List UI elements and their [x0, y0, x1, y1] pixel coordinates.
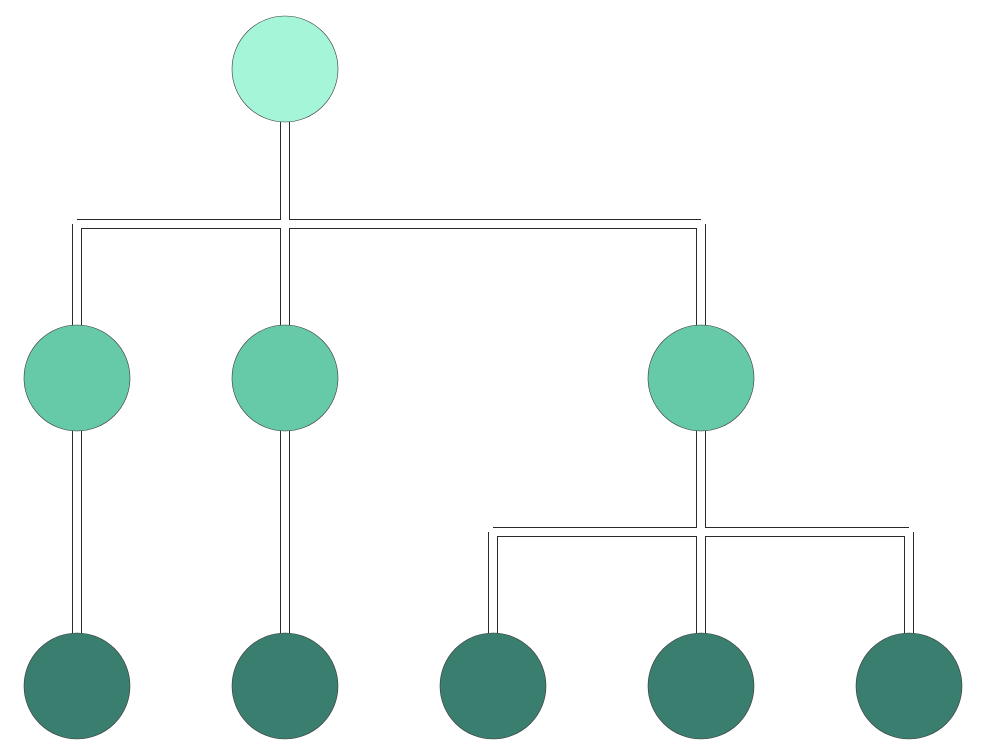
root-node-n0: [231, 15, 339, 123]
leaf-node-n6: [439, 632, 547, 740]
leaf-node-n4: [23, 632, 131, 740]
tree-nodes: [23, 15, 963, 740]
connector-n3: [489, 431, 913, 633]
level1-node-n1: [23, 324, 131, 432]
leaf-node-n5: [231, 632, 339, 740]
leaf-node-n8: [855, 632, 963, 740]
level1-node-n2: [231, 324, 339, 432]
connector-fills: [73, 122, 913, 633]
leaf-node-n7: [647, 632, 755, 740]
connector-n0: [73, 122, 705, 325]
level1-node-n3: [647, 324, 755, 432]
